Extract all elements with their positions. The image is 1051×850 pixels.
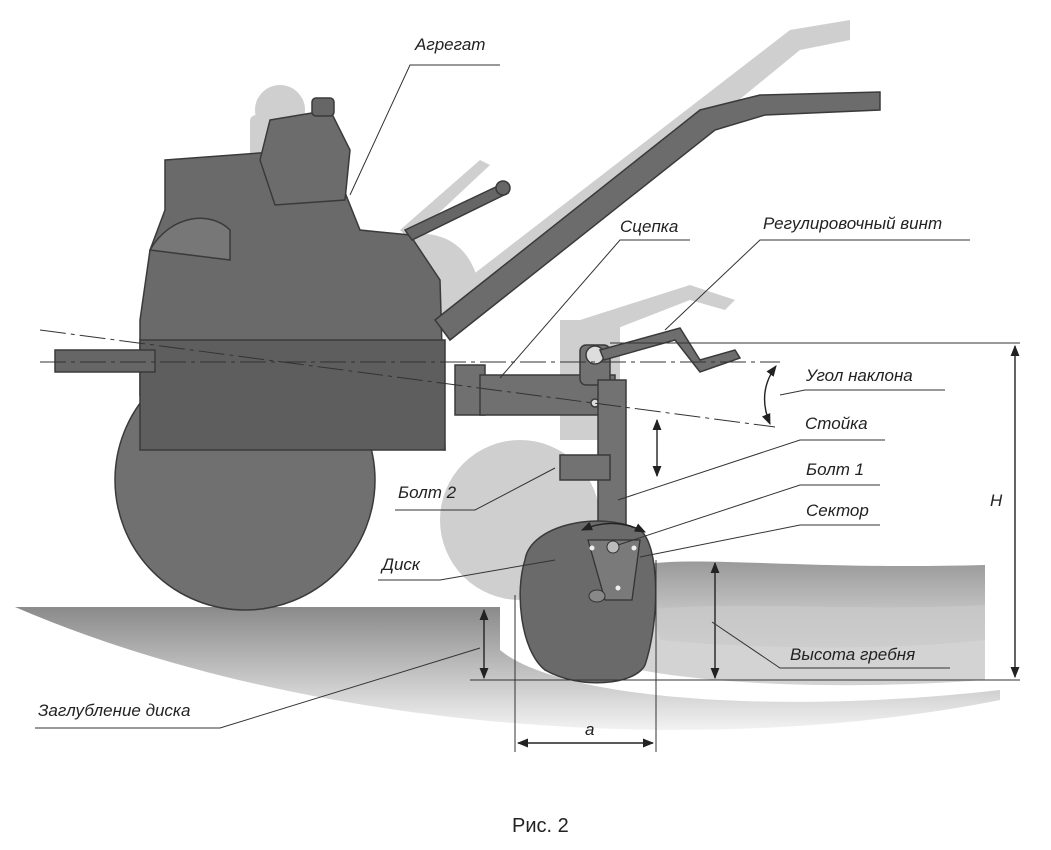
leader-sector [639, 524, 880, 558]
ground-surface [15, 607, 1000, 730]
leader-aggregate [349, 64, 500, 196]
leader-bolt2 [395, 467, 556, 511]
sector-rotation-arrow [580, 521, 647, 533]
leader-tilt [779, 389, 945, 396]
label-a: a [585, 720, 594, 739]
label-disk-depth: Заглубление диска [38, 701, 190, 720]
figure-caption: Рис. 2 [512, 815, 569, 837]
label-bolt1: Болт 1 [806, 460, 864, 479]
label-h: H [990, 491, 1003, 510]
soil-ridge-lower [640, 605, 985, 686]
label-adjust-screw: Регулировочный винт [763, 214, 942, 233]
engine-aggregate [54, 91, 881, 611]
axis-line-tilted [39, 329, 776, 428]
leader-post [617, 439, 885, 501]
leader-hitch [499, 239, 690, 379]
leader-adjust-screw [664, 239, 970, 331]
label-post: Стойка [805, 414, 868, 433]
label-aggregate: Агрегат [414, 35, 485, 54]
label-hitch: Сцепка [620, 217, 678, 236]
label-disk: Диск [380, 555, 421, 574]
label-ridge-height: Высота гребня [790, 645, 915, 664]
label-sector: Сектор [806, 501, 869, 520]
disk [519, 520, 657, 684]
leader-depth [35, 647, 481, 729]
tilt-angle-arc [761, 365, 777, 426]
adjust-screw-handle [598, 327, 742, 373]
leader-ridge [711, 621, 950, 669]
leader-disk [378, 559, 556, 581]
hitch-assembly [454, 364, 616, 416]
label-bolt2: Болт 2 [398, 483, 457, 502]
leader-bolt1 [617, 484, 880, 546]
label-tilt-angle: Угол наклона [805, 366, 913, 385]
